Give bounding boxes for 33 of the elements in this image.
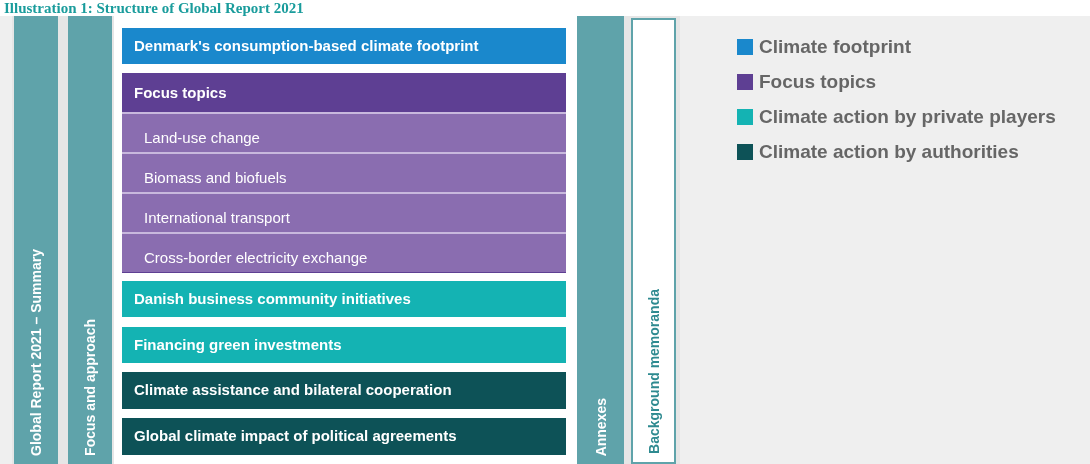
topic-row (122, 152, 566, 192)
legend-label: Climate action by private players (759, 104, 1056, 129)
section-label: Land-use change (143, 128, 260, 147)
side-band (68, 16, 112, 464)
legend-label: Focus topics (759, 69, 877, 94)
topic-row (122, 192, 566, 232)
vertical-label: Focus and approach (81, 319, 99, 456)
topic-row (122, 232, 566, 272)
vertical-label: Global Report 2021 – Summary (27, 249, 45, 456)
section-label: International transport (143, 208, 290, 227)
section-box (122, 372, 566, 409)
section-label: Climate assistance and bilateral cooperation (134, 381, 452, 399)
section-label: Biomass and biofuels (143, 168, 287, 187)
section-label: Financing green investments (134, 336, 342, 354)
section-box (122, 281, 566, 317)
legend-label: Climate footprint (759, 34, 911, 59)
vertical-label: Annexes (591, 397, 610, 456)
section-label: Denmark's consumption-based climate footprint (134, 37, 479, 55)
section-box (122, 28, 566, 64)
side-band (577, 16, 624, 464)
section-label: Global climate impact of political agreements (134, 427, 457, 445)
side-band (14, 16, 58, 464)
section-label: Cross-border electricity exchange (143, 248, 368, 267)
legend-label: Climate action by authorities (759, 139, 1019, 164)
section-label: Danish business community initiatives (134, 290, 411, 308)
diagram-title: Illustration 1: Structure of Global Report 2021 (4, 0, 304, 16)
vertical-label: Background memoranda (644, 289, 663, 454)
section-box (122, 327, 566, 363)
section-heading: Focus topics (134, 84, 227, 102)
section-box (122, 418, 566, 455)
topic-row (122, 112, 566, 152)
section-box (122, 73, 566, 273)
side-band (631, 18, 676, 464)
